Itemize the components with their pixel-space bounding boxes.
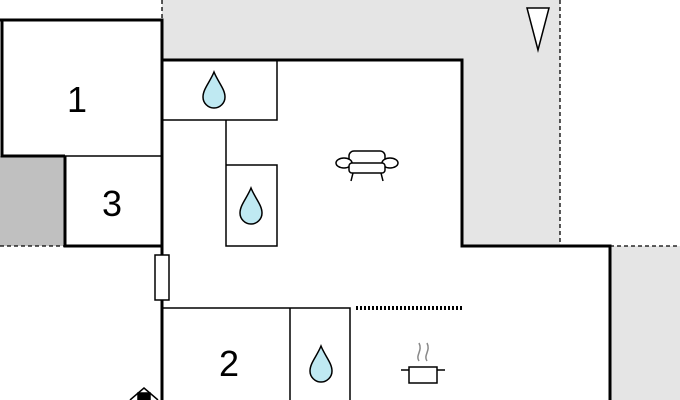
interior-walls: [65, 60, 351, 400]
north-arrow-icon: [526, 7, 550, 53]
shaded-block: [0, 156, 65, 246]
water-drop-icon: [239, 185, 263, 225]
terrace-area-right: [610, 246, 680, 400]
room-label-3: 3: [102, 183, 122, 224]
window-marker: [154, 254, 170, 301]
room-3-walls: [63, 156, 162, 248]
room-label-2: 2: [219, 343, 239, 384]
terrace-boundary-top: [161, 0, 561, 246]
entrance-marker-icon: [129, 387, 159, 400]
water-drop-icon: [309, 343, 333, 383]
room-label-1: 1: [67, 79, 87, 120]
outer-walls: [162, 58, 612, 400]
cooking-pot-icon: [401, 342, 445, 384]
room-1-walls: [0, 18, 164, 246]
sofa-icon: [335, 150, 399, 182]
terrace-area-top: [162, 0, 560, 246]
water-drop-icon: [202, 69, 226, 109]
